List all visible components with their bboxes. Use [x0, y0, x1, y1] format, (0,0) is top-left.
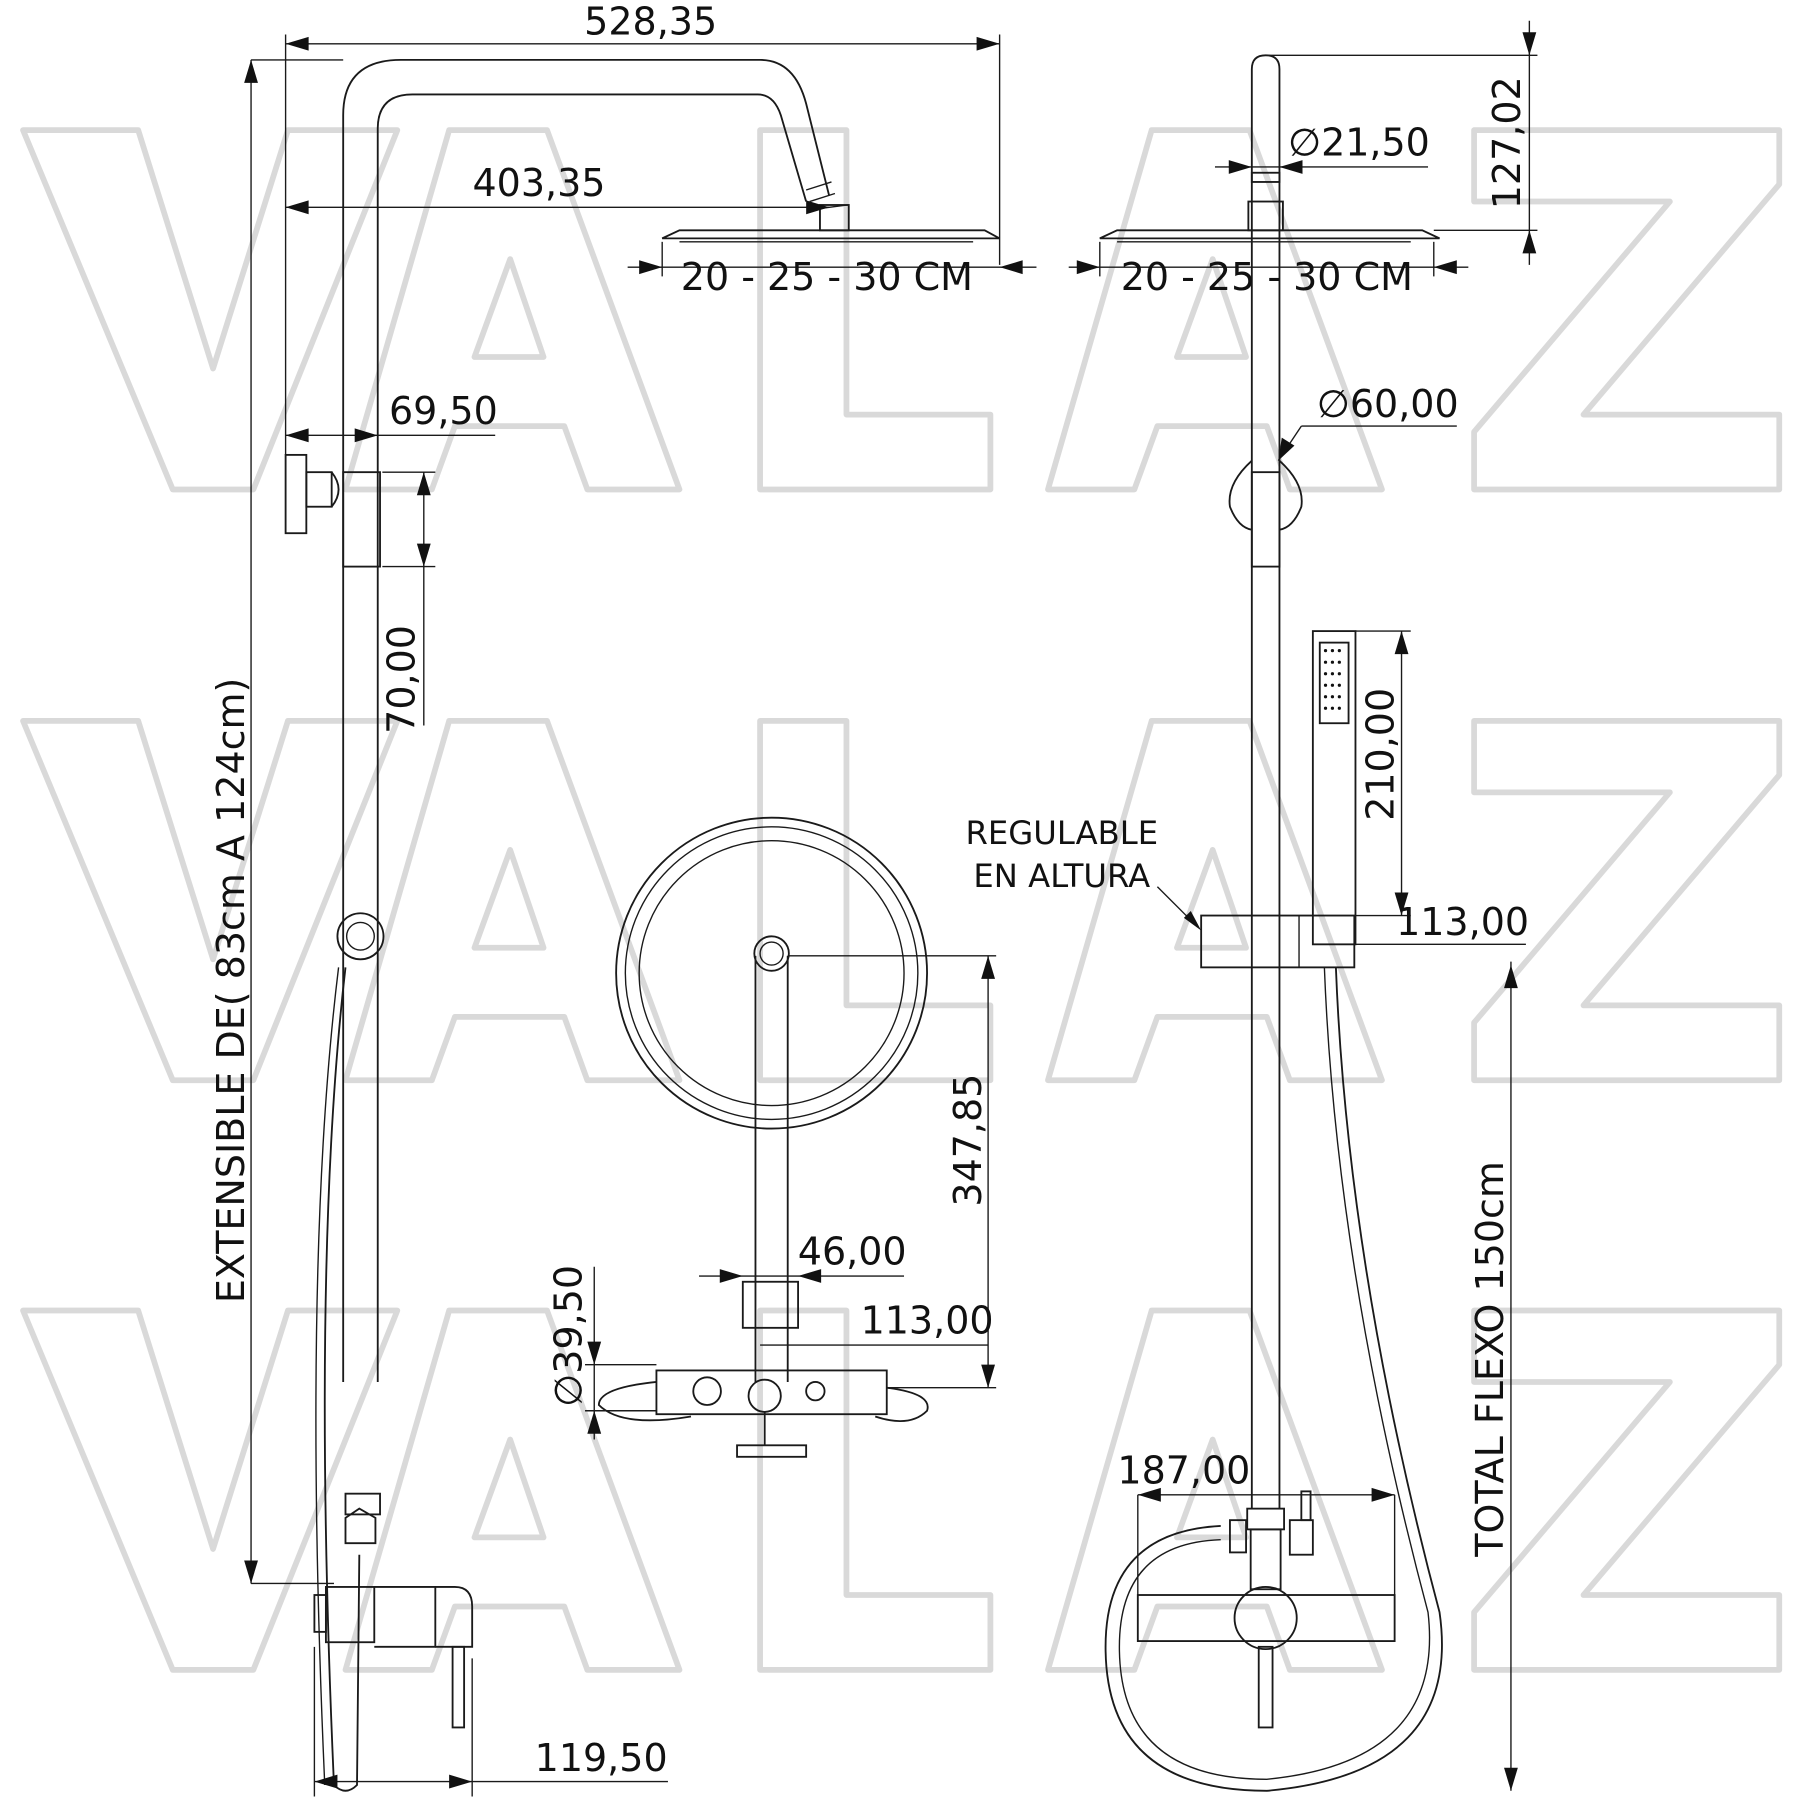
side-mixer-lever [451, 1645, 466, 1729]
side-slider [336, 912, 385, 961]
front-mixer-lever [1257, 1645, 1274, 1729]
top-view [597, 816, 929, 1458]
front-handset [1311, 630, 1357, 946]
side-arm-inner [376, 93, 808, 1382]
note-en-altura: EN ALTURA [973, 857, 1150, 895]
front-view [1099, 54, 1443, 1792]
top-lever [736, 1444, 808, 1458]
top-head-outer [615, 816, 928, 1130]
top-hose-left [597, 1381, 692, 1422]
handset-nozzles [1323, 649, 1341, 710]
front-wall-bracket [1228, 459, 1253, 531]
top-view-dimensions: 347,85 46,00 113,00 ∅39,50 [547, 955, 997, 1440]
dim-arm-reach: 403,35 [472, 161, 605, 205]
dim-front-slider-width: 113,00 [1396, 900, 1529, 944]
side-hose [323, 967, 361, 1792]
side-bracket [342, 471, 381, 568]
dim-front-head-size: 20 - 25 - 30 CM [1121, 255, 1413, 299]
dim-top-mixer-depth: 113,00 [861, 1299, 994, 1343]
dim-front-bracket-diameter: ∅60,00 [1317, 382, 1459, 426]
top-mixer-body [655, 1369, 888, 1416]
side-diverter [344, 1492, 381, 1516]
top-connector [741, 1280, 800, 1329]
side-mixer-lever-base [435, 1586, 474, 1648]
side-wall-plate [284, 453, 308, 535]
dim-top-mixer-diameter: ∅39,50 [547, 1265, 591, 1407]
side-mixer-body [324, 1586, 376, 1644]
dim-front-mixer-width: 187,00 [1117, 1448, 1250, 1492]
side-shower-head [661, 229, 1001, 240]
dim-front-hose-total: TOTAL FLEXO 150cm [1468, 1161, 1512, 1558]
dim-bracket-height: 70,00 [380, 625, 424, 734]
note-regulable: REGULABLE [966, 814, 1159, 852]
dim-front-arm-height: 127,02 [1485, 76, 1529, 209]
dim-side-mixer-depth: 119,50 [535, 1736, 668, 1780]
dim-overall-width: 528,35 [584, 0, 717, 44]
front-diverter [1246, 1507, 1285, 1531]
watermark [20, 127, 1783, 1673]
front-shower-head [1099, 229, 1440, 240]
front-mixer-body [1136, 1594, 1396, 1642]
dim-top-arm-length: 347,85 [946, 1074, 990, 1207]
side-view-dimensions: 528,35 403,35 20 - 25 - 30 CM 69,50 70,0… [209, 0, 1037, 1797]
front-mixer-knob [1233, 1586, 1298, 1651]
watermark-row-3 [20, 1307, 1783, 1673]
dim-top-connector-width: 46,00 [798, 1229, 907, 1273]
side-view [284, 58, 1001, 1792]
dim-front-handset-length: 210,00 [1358, 688, 1402, 821]
dim-wall-offset: 69,50 [389, 389, 498, 433]
dim-extensible: EXTENSIBLE DE( 83cm A 124cm) [209, 678, 253, 1304]
watermark-row-1 [20, 127, 1783, 493]
dim-front-pipe-diameter: ∅21,50 [1288, 120, 1430, 164]
side-arm-outer [342, 58, 831, 1382]
front-slider [1200, 914, 1356, 969]
dim-side-head-size: 20 - 25 - 30 CM [681, 255, 973, 299]
front-hose [1104, 967, 1443, 1792]
watermark-row-2 [20, 718, 1783, 1084]
front-view-dimensions: 127,02 ∅21,50 20 - 25 - 30 CM ∅60,00 210… [966, 20, 1538, 1791]
